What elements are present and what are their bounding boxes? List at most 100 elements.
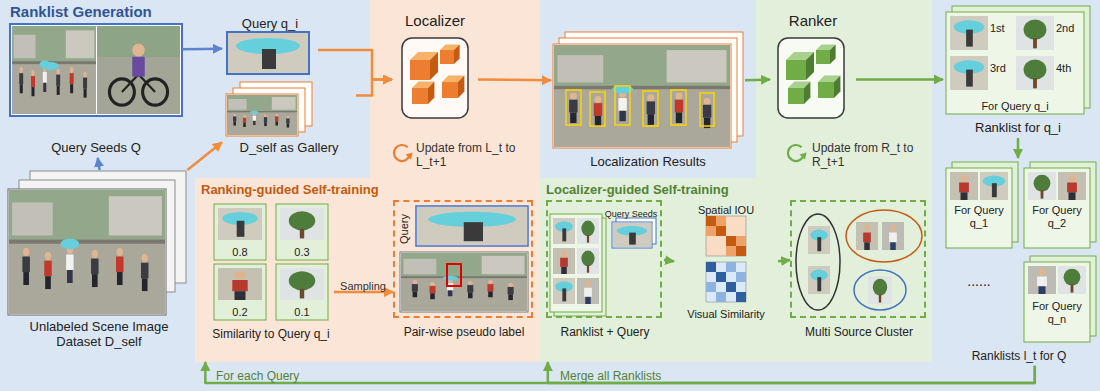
similarity-card-images (276, 204, 328, 260)
node-text: Ranker (789, 12, 837, 29)
node-text: Unlabeled Scene Image Dataset D_self (8, 320, 190, 350)
ranklists-cards (1028, 172, 1056, 200)
localization-result-images (553, 32, 743, 148)
ranklist-card (950, 16, 988, 50)
localization-result-images (566, 90, 581, 125)
similarity-card-images (276, 264, 328, 320)
edge-label: Sampling (340, 280, 386, 293)
similarity-matrices (736, 292, 746, 302)
gallery-images (226, 82, 312, 136)
node-text: Ranking-guided Self-training (201, 183, 379, 198)
text-slot: For Query q_2 (1024, 204, 1090, 231)
node-text: Localizer (405, 12, 465, 29)
similarity-card-images (280, 208, 324, 240)
query-seed-images (10, 24, 182, 116)
similarity-matrices (716, 226, 726, 236)
text-slot: Unlabeled Scene Image Dataset D_self (8, 320, 190, 350)
node-text: For Query q_n (1024, 300, 1090, 325)
query-seed-images (12, 26, 96, 114)
similarity-card-images (218, 268, 262, 300)
ranker-icon (786, 60, 806, 80)
gallery-images (226, 94, 298, 136)
node-text: 0.1 (294, 306, 309, 319)
text-slot: Similarity to Query q_i (208, 324, 334, 342)
query-seed-images (97, 26, 180, 114)
cluster-groups (808, 226, 830, 254)
similarity-matrices (706, 216, 716, 226)
ranker-icon (788, 88, 804, 104)
query-seed-images (10, 24, 182, 116)
ranklist-query-images (553, 218, 575, 244)
text-slot: Query q_i (222, 14, 318, 32)
query-image (227, 32, 309, 74)
similarity-matrices (716, 272, 726, 282)
localizer-icon (428, 82, 434, 104)
similarity-matrices (706, 282, 716, 292)
ranker-icon (830, 44, 836, 64)
ranklists-cards (1058, 266, 1086, 294)
cluster-groups (868, 276, 892, 304)
text-slot: Visual Similarity (674, 304, 778, 322)
node-text: Query Seeds (605, 209, 658, 219)
similarity-matrices (726, 262, 736, 272)
ranklist-query-images (553, 248, 575, 274)
node-text: ...... (967, 273, 990, 289)
text-slot: Sampling (337, 276, 389, 294)
ranklists-cards (980, 172, 1008, 200)
localizer-icon (412, 88, 428, 104)
ranklist-query-images (613, 223, 651, 247)
similarity-matrices (736, 246, 746, 256)
query-seed-images (41, 62, 59, 70)
ranklists-cards (946, 168, 1012, 248)
text-slot: Ranking-guided Self-training (201, 180, 501, 198)
node-text: Multi Source Cluster (805, 326, 913, 340)
text-slot: D_self as Gallery (222, 138, 356, 156)
pseudo-label-images (447, 264, 461, 286)
localization-result-images (700, 93, 714, 126)
node-text: Localization Results (590, 155, 706, 170)
text-slot: Localization Results (551, 152, 745, 170)
ranker-icon (778, 38, 844, 118)
ranklist-card (950, 56, 988, 90)
node-text: D_self as Gallery (240, 141, 339, 156)
localization-result-images (643, 91, 658, 126)
dataset-images (9, 190, 165, 314)
ranklist-query-images (577, 218, 599, 244)
text-slot: Multi Source Cluster (790, 322, 928, 340)
similarity-matrices (726, 246, 736, 256)
ranklist-card (946, 6, 1090, 114)
node-text: For Query q_i (981, 100, 1048, 113)
ranker-column (756, 0, 932, 178)
text-slot: ...... (946, 272, 1012, 290)
localizer-column (370, 0, 540, 178)
ranker-icon (816, 50, 830, 64)
localization-result-images (553, 44, 731, 148)
text-slot: For Query q_n (1024, 300, 1090, 327)
similarity-card-images (214, 264, 266, 320)
dataset-images (8, 189, 166, 315)
localization-result-images (566, 86, 714, 126)
text-slot: Merge all Ranklists (560, 366, 740, 384)
text-slot: Query Seeds (604, 203, 658, 221)
node-text: 0.2 (232, 306, 247, 319)
ranklist-card (946, 12, 1084, 114)
update-icon (788, 145, 804, 161)
ranklist-card (1016, 56, 1054, 90)
localization-result-images (615, 86, 630, 125)
similarity-matrices (716, 292, 726, 302)
similarity-matrices (736, 272, 746, 282)
connector (856, 78, 943, 81)
ranklists-cards (1024, 168, 1090, 248)
localizer-icon (454, 44, 460, 64)
annotation-label: Update from R_t to R_t+1 (812, 142, 930, 170)
similarity-card-images (280, 268, 324, 300)
ranklist-query-images (577, 278, 599, 304)
similarity-matrices (716, 216, 726, 226)
ranker-icon (778, 38, 844, 118)
node-text: 2nd (1056, 22, 1074, 35)
node-text: 4th (1056, 62, 1071, 75)
similarity-matrices (706, 226, 716, 236)
localizer-icon (442, 82, 458, 98)
ranker-icon (818, 82, 834, 98)
pseudo-label-images (401, 253, 527, 311)
